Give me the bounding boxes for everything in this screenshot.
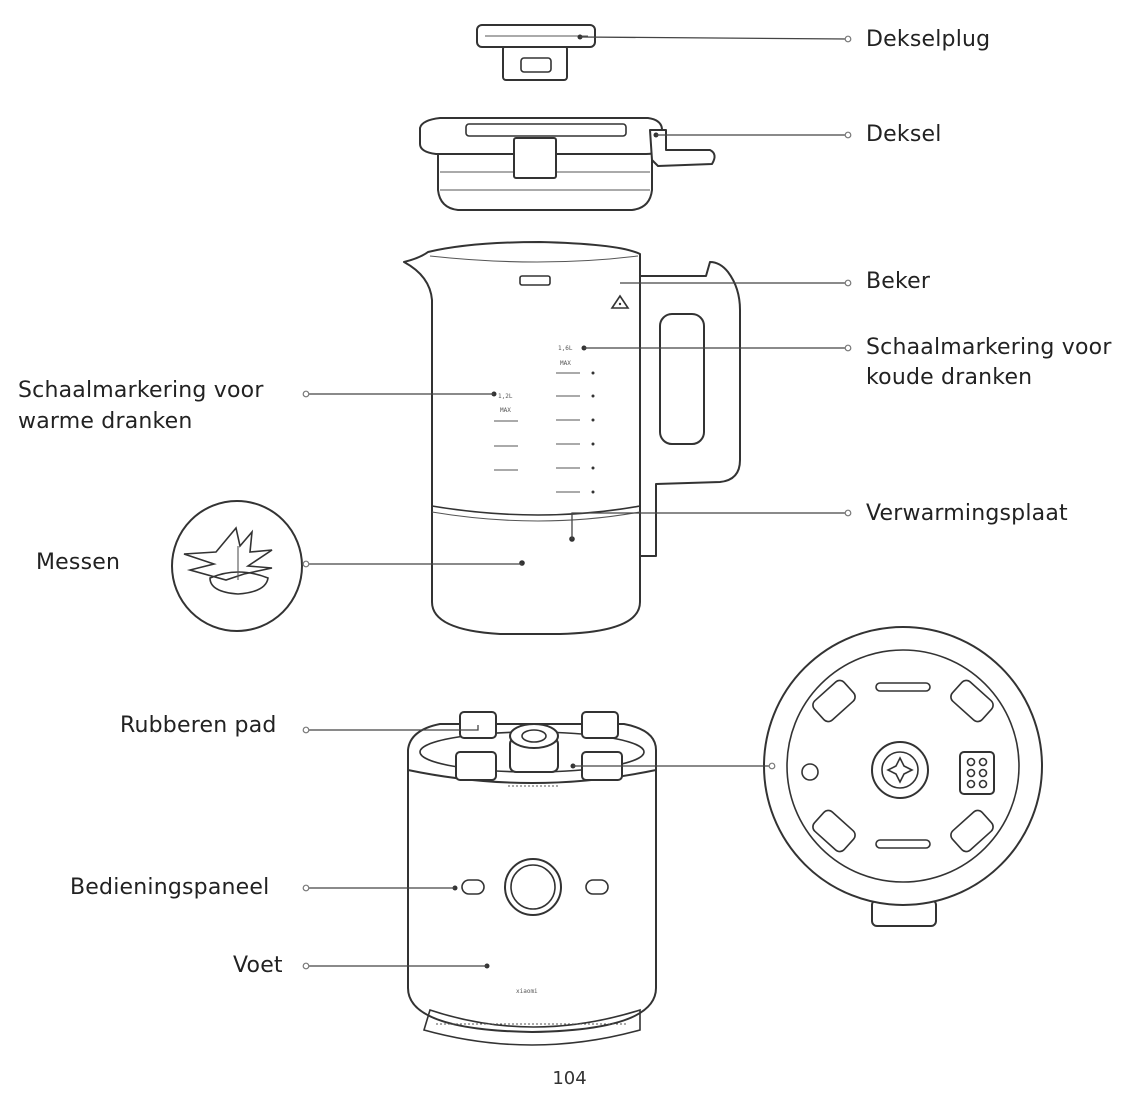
svg-text:MAX: MAX xyxy=(560,360,571,367)
label-blades: Messen xyxy=(36,550,121,575)
leader-lines xyxy=(302,35,852,970)
label-cold-scale-line1: Schaalmarkering voor xyxy=(866,335,1112,360)
blades-illustration xyxy=(171,500,303,632)
svg-text:xiaomi: xiaomi xyxy=(516,988,538,995)
lid-plug-illustration xyxy=(476,24,596,81)
jar-illustration: 1,6L MAX 1,2L MAX xyxy=(403,241,741,635)
label-warm-scale-line2: warme dranken xyxy=(18,409,193,434)
page-number: 104 xyxy=(552,1068,587,1089)
base-illustration: xiaomi xyxy=(407,711,657,1046)
label-base: Voet xyxy=(233,953,283,978)
label-cold-scale-line2: koude dranken xyxy=(866,365,1033,390)
svg-text:MAX: MAX xyxy=(500,407,511,414)
label-rubber-pad: Rubberen pad xyxy=(120,713,277,738)
label-heating-plate: Verwarmingsplaat xyxy=(866,501,1068,526)
label-control-panel: Bedieningspaneel xyxy=(70,875,270,900)
svg-text:1,6L: 1,6L xyxy=(558,345,573,352)
label-lid-plug: Dekselplug xyxy=(866,27,991,52)
svg-text:1,2L: 1,2L xyxy=(498,393,513,400)
label-jar: Beker xyxy=(866,269,931,294)
label-lid: Deksel xyxy=(866,122,942,147)
label-warm-scale-line1: Schaalmarkering voor xyxy=(18,378,264,403)
base-bottom-view-illustration xyxy=(763,626,1043,927)
lid-illustration xyxy=(419,117,716,211)
